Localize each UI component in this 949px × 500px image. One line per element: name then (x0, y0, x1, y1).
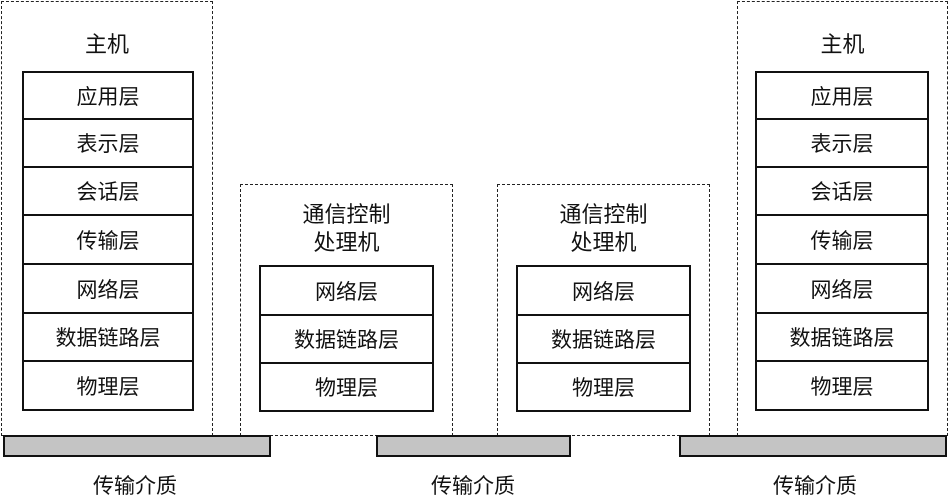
left-host-layer-physical: 物理层 (22, 360, 194, 411)
left-host-layer-transport: 传输层 (22, 214, 194, 265)
transmission-medium-label-right: 传输介质 (773, 474, 857, 498)
left-host-layer-session: 会话层 (22, 166, 194, 216)
left-router-title-line2: 处理机 (313, 231, 380, 256)
right-host-title: 主机 (820, 33, 865, 58)
transmission-medium-label-middle: 传输介质 (431, 474, 515, 498)
left-router-layer-network: 网络层 (259, 265, 434, 316)
transmission-medium-bar-right (679, 435, 947, 457)
right-router-boundary (497, 184, 710, 436)
right-host-layer-datalink: 数据链路层 (755, 312, 929, 362)
transmission-medium-label-left: 传输介质 (93, 474, 177, 498)
right-host-layer-physical: 物理层 (755, 360, 929, 411)
right-host-layer-presentation: 表示层 (755, 118, 929, 168)
right-router-title-line1: 通信控制 (559, 203, 648, 228)
left-host-title: 主机 (84, 33, 129, 58)
left-router-layer-physical: 物理层 (259, 362, 434, 412)
right-host-layer-network: 网络层 (755, 263, 929, 314)
left-host-layer-datalink: 数据链路层 (22, 312, 194, 362)
transmission-medium-bar-middle (376, 435, 571, 457)
left-router-layer-datalink: 数据链路层 (259, 314, 434, 364)
left-host-layer-presentation: 表示层 (22, 118, 194, 168)
right-router-title-line2: 处理机 (570, 231, 637, 256)
left-host-layer-network: 网络层 (22, 263, 194, 314)
transmission-medium-bar-left (3, 435, 271, 457)
right-router-layer-datalink: 数据链路层 (516, 314, 691, 364)
left-router-title-line1: 通信控制 (302, 203, 391, 228)
right-host-layer-application: 应用层 (755, 71, 929, 120)
right-router-layer-network: 网络层 (516, 265, 691, 316)
left-host-layer-application: 应用层 (22, 71, 194, 120)
left-router-boundary (240, 184, 453, 436)
right-host-layer-session: 会话层 (755, 166, 929, 216)
right-router-layer-physical: 物理层 (516, 362, 691, 412)
right-host-layer-transport: 传输层 (755, 214, 929, 265)
